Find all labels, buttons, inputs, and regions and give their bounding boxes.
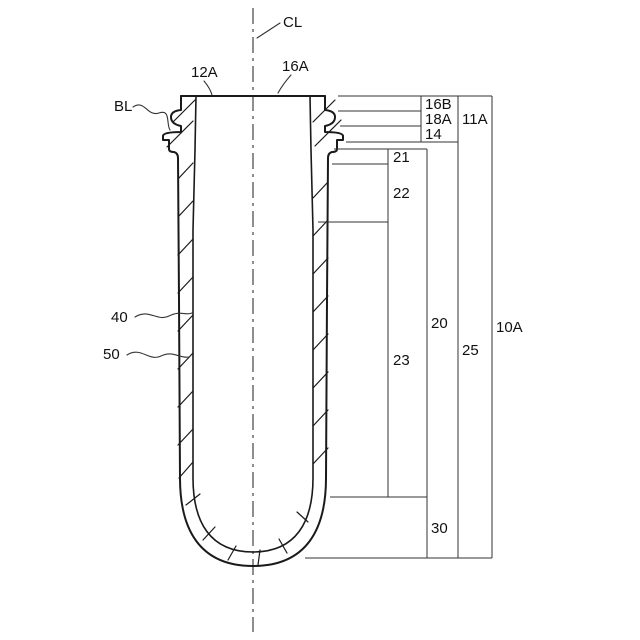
inner-wall-left	[192, 95, 254, 553]
label-23: 23	[393, 352, 410, 369]
label-16a: 16A	[282, 58, 309, 75]
label-14: 14	[425, 126, 442, 143]
dimension-lines	[305, 95, 492, 559]
preform-outline	[162, 95, 344, 567]
label-16b: 16B	[425, 96, 452, 113]
leader-50	[126, 351, 190, 358]
outer-wall-left	[162, 95, 254, 567]
leader-cl	[256, 22, 281, 39]
leader-40	[134, 312, 193, 318]
label-50: 50	[103, 346, 120, 363]
leader-12a	[203, 80, 213, 96]
label-10a: 10A	[496, 319, 523, 336]
inner-wall-right	[252, 95, 314, 553]
leader-bl	[132, 104, 171, 131]
reference-labels: CL 12A 16A BL 40 50 16B 18A 14 11A 21 22…	[103, 14, 523, 537]
dimension-brackets	[387, 96, 493, 558]
label-40: 40	[111, 309, 128, 326]
label-11a: 11A	[462, 111, 488, 128]
label-22: 22	[393, 185, 410, 202]
outer-wall-right	[252, 95, 344, 567]
leader-lines	[126, 22, 292, 358]
label-20: 20	[431, 315, 448, 332]
section-hatching	[166, 99, 342, 566]
label-18a: 18A	[425, 111, 452, 128]
label-21: 21	[393, 149, 410, 166]
leader-16a	[277, 74, 292, 94]
label-30: 30	[431, 520, 448, 537]
label-12a: 12A	[191, 64, 218, 81]
label-25: 25	[462, 342, 479, 359]
label-centerline: CL	[283, 14, 302, 31]
label-bl: BL	[114, 98, 132, 115]
